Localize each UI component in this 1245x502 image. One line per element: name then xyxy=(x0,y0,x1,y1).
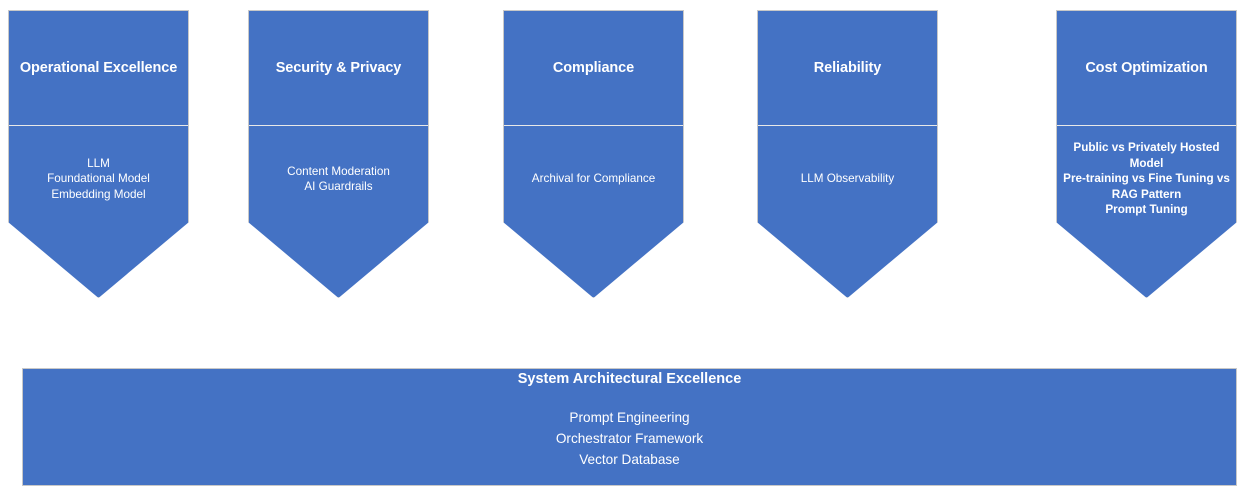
pillar-items: Content Moderation AI Guardrails xyxy=(248,126,429,232)
pillar-items: Public vs Privately Hosted Model Pre-tra… xyxy=(1056,126,1237,232)
pillar-item: Embedding Model xyxy=(51,187,146,201)
pillar-item: Model xyxy=(1129,156,1164,170)
pillar-cost-optimization[interactable]: Cost Optimization Public vs Privately Ho… xyxy=(1056,10,1237,298)
pillar-title: Cost Optimization xyxy=(1085,59,1208,76)
foundation-bar[interactable]: System Architectural Excellence Prompt E… xyxy=(22,368,1237,486)
pillar-item: Pre-training vs Fine Tuning vs xyxy=(1063,172,1230,186)
pillar-item: LLM Observability xyxy=(800,172,895,186)
pillar-divider xyxy=(758,125,937,126)
pillar-compliance[interactable]: Compliance Archival for Compliance xyxy=(503,10,684,298)
pillar-title: Security & Privacy xyxy=(275,59,402,76)
foundation-item: Prompt Engineering xyxy=(569,410,690,425)
pillar-divider xyxy=(249,125,428,126)
pillar-item: Prompt Tuning xyxy=(1105,203,1188,217)
pillar-item: Foundational Model xyxy=(47,172,150,186)
pillar-security-privacy[interactable]: Security & Privacy Content Moderation AI… xyxy=(248,10,429,298)
pillar-operational-excellence[interactable]: Operational Excellence LLM Foundational … xyxy=(8,10,189,298)
pillar-item: Public vs Privately Hosted xyxy=(1073,141,1220,155)
pillar-items: Archival for Compliance xyxy=(503,126,684,232)
pillar-title: Reliability xyxy=(813,59,882,76)
foundation-title: System Architectural Excellence xyxy=(517,371,742,387)
pillar-divider xyxy=(9,125,188,126)
pillar-item: Archival for Compliance xyxy=(531,172,656,186)
pillar-item: LLM xyxy=(87,156,110,170)
pillar-reliability[interactable]: Reliability LLM Observability xyxy=(757,10,938,298)
pillar-item: RAG Pattern xyxy=(1111,187,1182,201)
pillar-items: LLM Foundational Model Embedding Model xyxy=(8,126,189,232)
pillar-divider xyxy=(504,125,683,126)
pillar-title: Compliance xyxy=(552,59,635,76)
foundation-item: Vector Database xyxy=(579,452,680,467)
pillar-item: AI Guardrails xyxy=(304,180,373,193)
foundation-items: Prompt Engineering Orchestrator Framewor… xyxy=(23,407,1236,470)
pillar-item: Content Moderation xyxy=(287,164,390,178)
pillar-title: Operational Excellence xyxy=(19,59,178,76)
pillar-divider xyxy=(1057,125,1236,126)
pillar-items: LLM Observability xyxy=(757,126,938,232)
foundation-item: Orchestrator Framework xyxy=(555,431,704,446)
